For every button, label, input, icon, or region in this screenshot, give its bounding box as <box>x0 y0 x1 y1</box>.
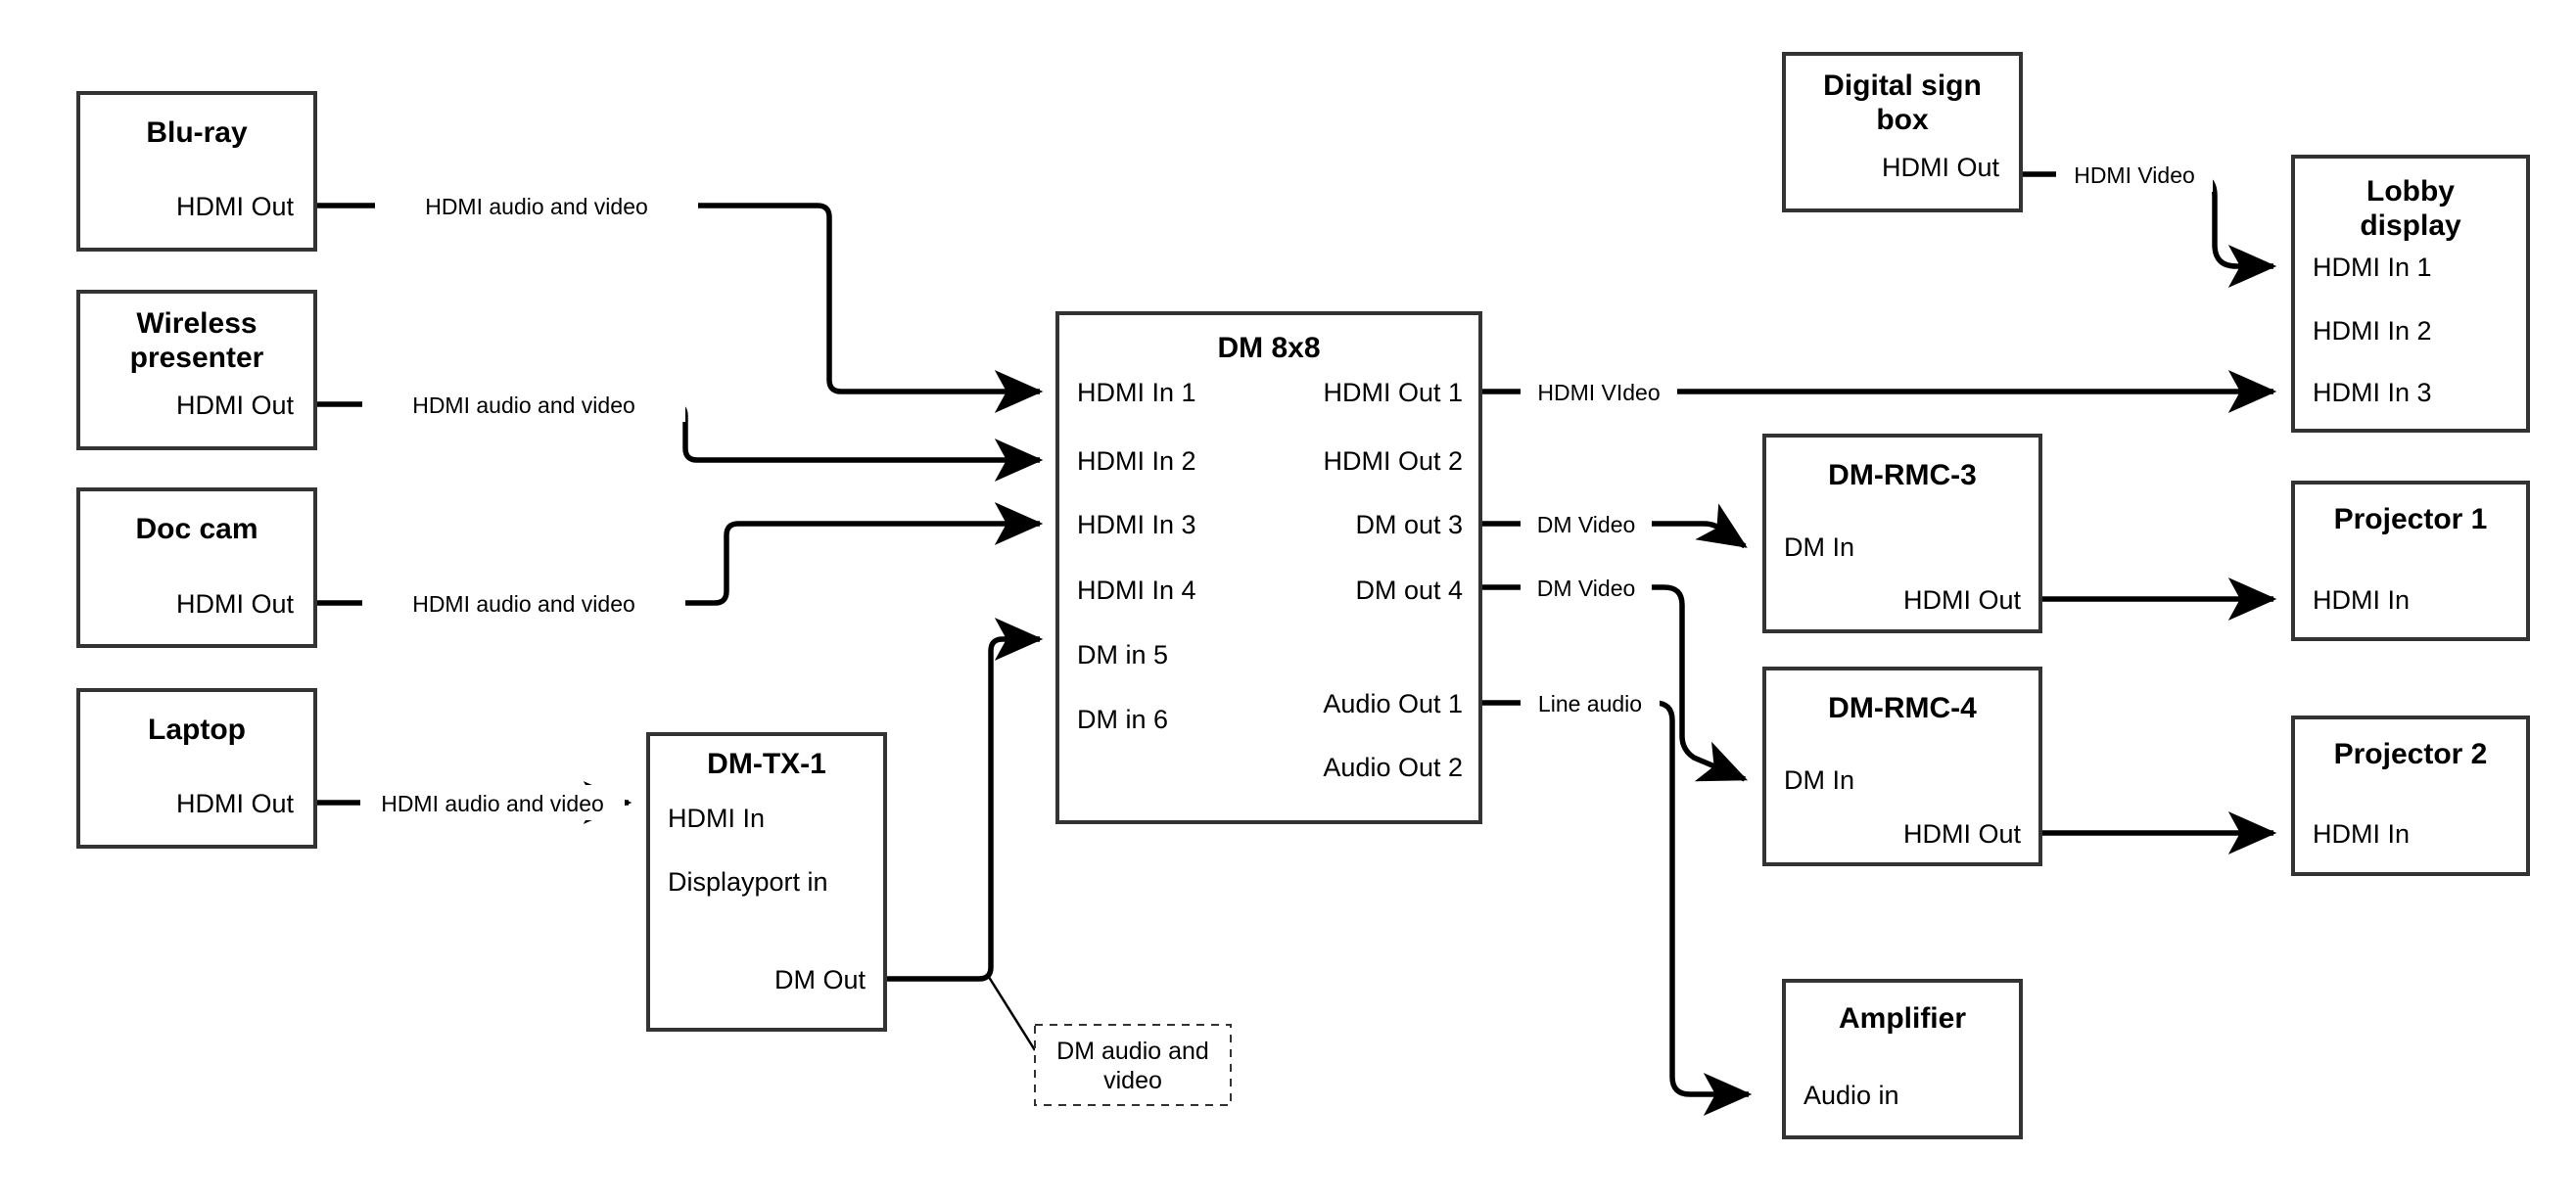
node-dm-rmc-4[interactable]: DM-RMC-4 DM In HDMI Out <box>1762 667 2042 866</box>
wireless-presenter-port-hdmi-out: HDMI Out <box>176 391 295 420</box>
edge-label-doccam: HDMI audio and video <box>362 585 685 621</box>
amplifier-port-audio-in: Audio in <box>1803 1081 1899 1110</box>
lobby-display-port-hdmi-in-2: HDMI In 2 <box>2313 316 2432 346</box>
dm-tx-1-port-displayport-in: Displayport in <box>668 867 828 897</box>
doc-cam-title: Doc cam <box>135 513 258 545</box>
dm-8x8-input-hdmi-in-4: HDMI In 4 <box>1077 576 1196 605</box>
edge-label-hdmiout1: HDMI VIdeo <box>1521 374 1677 409</box>
dm-rmc-3-port-hdmi-out: HDMI Out <box>1903 585 2022 615</box>
projector-2-title: Projector 2 <box>2334 738 2488 770</box>
dm-8x8-output-dm-out-3: DM out 3 <box>1355 510 1463 539</box>
lobby-display-title-line2: display <box>2360 209 2461 242</box>
dm-rmc-4-title: DM-RMC-4 <box>1828 692 1977 724</box>
wire-dmout3-to-rmc3 <box>1482 503 1748 549</box>
wire-dmtx1-to-dm8x8 <box>885 618 1044 982</box>
dm-8x8-title: DM 8x8 <box>1217 332 1320 364</box>
dm-8x8-input-hdmi-in-3: HDMI In 3 <box>1077 510 1196 539</box>
lobby-display-port-hdmi-in-1: HDMI In 1 <box>2313 253 2432 282</box>
dm-8x8-output-hdmi-out-2: HDMI Out 2 <box>1323 446 1463 476</box>
node-bluray[interactable]: Blu-ray HDMI Out <box>76 91 317 252</box>
wire-bluray-to-dm8x8 <box>315 203 1044 413</box>
node-amplifier[interactable]: Amplifier Audio in <box>1782 979 2023 1139</box>
node-lobby-display[interactable]: Lobby display HDMI In 1 HDMI In 2 HDMI I… <box>2291 155 2530 433</box>
edge-label-bluray-text: HDMI audio and video <box>425 194 648 219</box>
dm-8x8-input-hdmi-in-1: HDMI In 1 <box>1077 378 1196 407</box>
edge-label-dmout3-text: DM Video <box>1537 512 1636 537</box>
callout-dm-audio-and-video: DM audio and video <box>1034 1024 1232 1106</box>
dm-tx-1-port-hdmi-in: HDMI In <box>668 804 765 833</box>
projector-2-port-hdmi-in: HDMI In <box>2313 819 2410 849</box>
edge-label-signbox: HDMI Video <box>2056 157 2213 192</box>
edge-label-laptop: HDMI audio and video <box>360 785 625 820</box>
dm-8x8-output-hdmi-out-1: HDMI Out 1 <box>1323 378 1463 407</box>
edge-label-signbox-text: HDMI Video <box>2074 162 2195 188</box>
edge-label-wireless-text: HDMI audio and video <box>412 393 635 418</box>
dm-8x8-output-audio-out-2: Audio Out 2 <box>1323 753 1463 782</box>
edge-label-bluray: HDMI audio and video <box>375 188 698 223</box>
node-projector-2[interactable]: Projector 2 HDMI In <box>2291 716 2530 876</box>
dm-8x8-output-dm-out-4: DM out 4 <box>1355 576 1463 605</box>
dm-rmc-4-port-hdmi-out: HDMI Out <box>1903 819 2022 849</box>
edge-label-hdmiout1-text: HDMI VIdeo <box>1537 380 1660 405</box>
node-dm-tx-1[interactable]: DM-TX-1 HDMI In Displayport in DM Out <box>646 732 887 1032</box>
dm-tx-1-title: DM-TX-1 <box>707 748 826 780</box>
wireless-presenter-title-line2: presenter <box>130 342 264 374</box>
dm-8x8-input-hdmi-in-2: HDMI In 2 <box>1077 446 1196 476</box>
node-wireless-presenter[interactable]: Wireless presenter HDMI Out <box>76 290 317 450</box>
bluray-port-hdmi-out: HDMI Out <box>176 192 295 221</box>
leader-dm-audio-video-callout <box>985 973 1037 1051</box>
wireless-presenter-title-line1: Wireless <box>136 307 257 340</box>
projector-1-port-hdmi-in: HDMI In <box>2313 585 2410 615</box>
doc-cam-port-hdmi-out: HDMI Out <box>176 589 295 619</box>
callout-dm-audio-video-line1: DM audio and <box>1056 1038 1209 1065</box>
callout-dm-audio-video-line2: video <box>1103 1067 1162 1094</box>
edge-label-audioout1-text: Line audio <box>1538 691 1642 716</box>
node-projector-1[interactable]: Projector 1 HDMI In <box>2291 481 2530 641</box>
amplifier-title: Amplifier <box>1839 1002 1966 1035</box>
bluray-title: Blu-ray <box>146 116 248 149</box>
wire-audioout1-to-amplifier <box>1482 700 1753 1116</box>
edge-label-audioout1: Line audio <box>1521 685 1660 720</box>
dm-rmc-3-title: DM-RMC-3 <box>1828 459 1977 491</box>
laptop-port-hdmi-out: HDMI Out <box>176 789 295 818</box>
dm-8x8-input-dm-in-5: DM in 5 <box>1077 640 1168 670</box>
wire-doccam-to-dm8x8 <box>315 502 1044 606</box>
lobby-display-title-line1: Lobby <box>2366 175 2455 208</box>
dm-rmc-3-port-dm-in: DM In <box>1784 532 1854 562</box>
digital-sign-box-port-hdmi-out: HDMI Out <box>1882 153 2000 182</box>
digital-sign-box-title-line2: box <box>1876 104 1929 136</box>
node-dm-8x8[interactable]: DM 8x8 HDMI In 1 HDMI In 2 HDMI In 3 HDM… <box>1055 311 1482 824</box>
edge-label-laptop-text: HDMI audio and video <box>381 791 604 816</box>
edge-label-dmout4-text: DM Video <box>1537 576 1636 601</box>
edge-label-wireless: HDMI audio and video <box>362 387 685 422</box>
dm-8x8-output-audio-out-1: Audio Out 1 <box>1323 689 1463 718</box>
laptop-title: Laptop <box>148 714 246 746</box>
edge-label-doccam-text: HDMI audio and video <box>412 591 635 617</box>
edge-label-dmout4: DM Video <box>1521 570 1652 605</box>
digital-sign-box-title-line1: Digital sign <box>1823 69 1982 102</box>
node-digital-sign-box[interactable]: Digital sign box HDMI Out <box>1782 52 2023 212</box>
wire-dmout4-to-rmc4 <box>1482 584 1749 782</box>
node-dm-rmc-3[interactable]: DM-RMC-3 DM In HDMI Out <box>1762 434 2042 633</box>
dm-8x8-input-dm-in-6: DM in 6 <box>1077 705 1168 734</box>
dm-tx-1-port-dm-out: DM Out <box>774 965 866 994</box>
node-doc-cam[interactable]: Doc cam HDMI Out <box>76 487 317 648</box>
lobby-display-port-hdmi-in-3: HDMI In 3 <box>2313 378 2432 407</box>
projector-1-title: Projector 1 <box>2334 503 2488 535</box>
edge-label-dmout3: DM Video <box>1521 506 1652 541</box>
dm-rmc-4-port-dm-in: DM In <box>1784 765 1854 795</box>
node-laptop[interactable]: Laptop HDMI Out <box>76 688 317 849</box>
